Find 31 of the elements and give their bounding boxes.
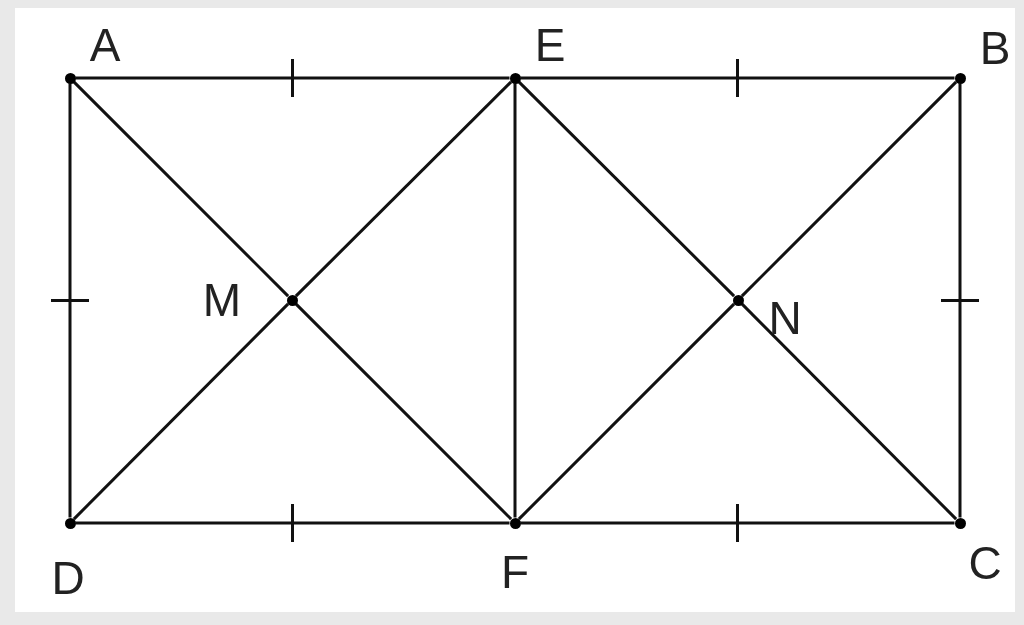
point-label: A xyxy=(89,22,121,68)
point-label: B xyxy=(979,25,1011,71)
point-label: N xyxy=(768,295,802,341)
point-label: M xyxy=(202,277,242,323)
line-segment xyxy=(72,302,290,521)
point-dot xyxy=(509,72,521,84)
point-dot xyxy=(732,294,744,306)
point-label: C xyxy=(968,540,1002,586)
line-segment xyxy=(740,80,958,298)
line-segment xyxy=(294,302,513,521)
line-segment xyxy=(517,80,736,298)
line-segment xyxy=(740,302,958,521)
point-dot xyxy=(64,72,76,84)
point-dot xyxy=(509,517,521,529)
point-label: D xyxy=(51,555,85,601)
line-segment xyxy=(294,80,513,298)
point-dot xyxy=(286,294,298,306)
line-segment xyxy=(75,76,510,80)
line-segment xyxy=(517,302,736,521)
point-label: F xyxy=(500,549,530,595)
line-segment xyxy=(75,521,510,525)
point-label: E xyxy=(534,22,566,68)
line-segment xyxy=(520,521,955,525)
point-dot xyxy=(954,517,966,529)
line-segment xyxy=(72,80,290,298)
line-segment xyxy=(520,76,955,80)
point-dot xyxy=(954,72,966,84)
line-segment xyxy=(68,83,72,518)
line-segment xyxy=(958,83,962,518)
point-dot xyxy=(64,517,76,529)
line-segment xyxy=(513,83,517,518)
